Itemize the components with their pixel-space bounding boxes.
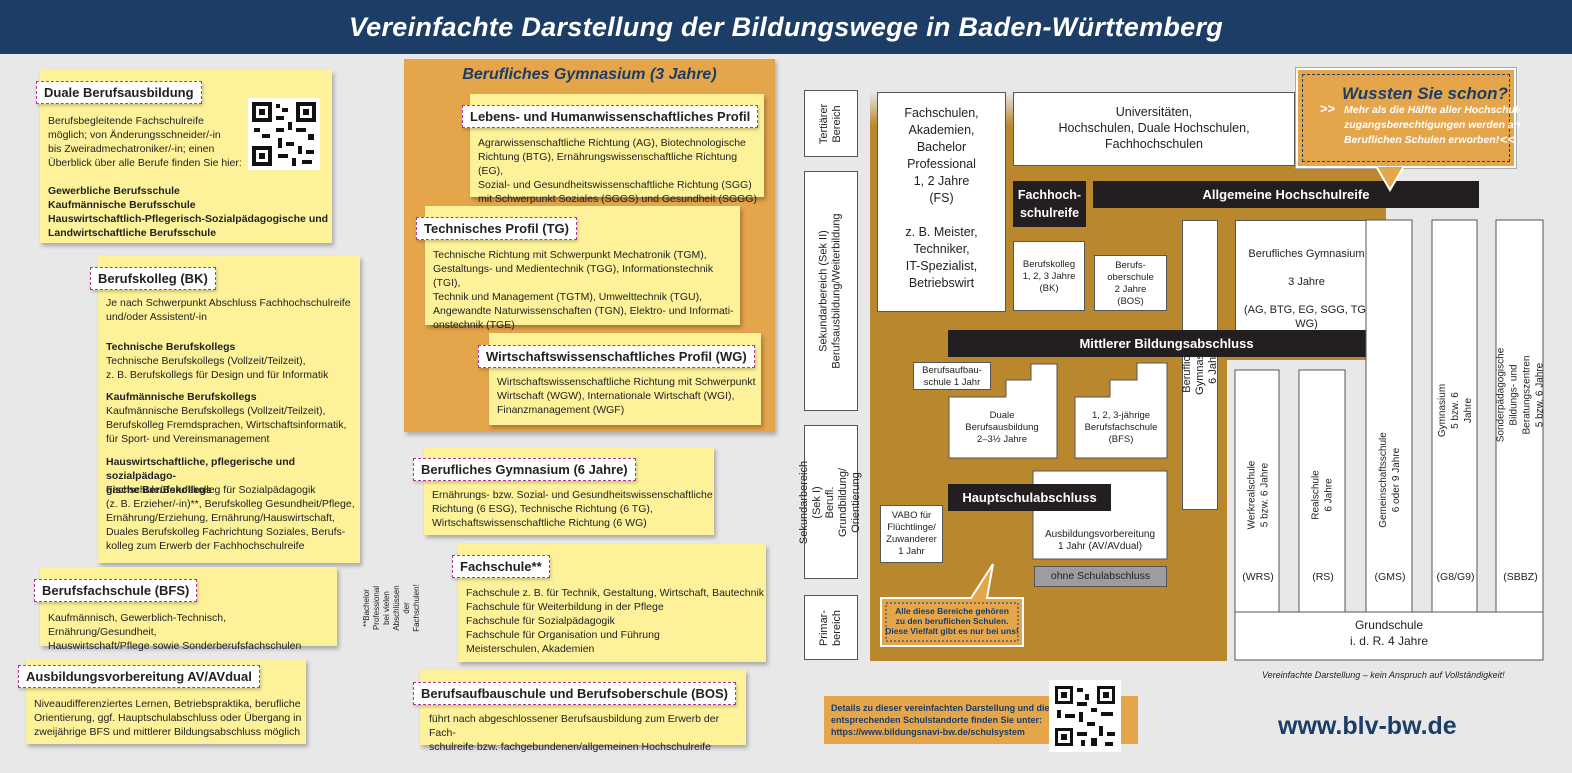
box-mba: Mittlerer Bildungsabschluss — [948, 330, 1385, 357]
wussten-text: Mehr als die Hälfte aller Hochschul- zug… — [1344, 104, 1522, 146]
col-gms: Gemeinschaftsschule 6 oder 9 Jahre — [1378, 432, 1403, 528]
label-fs: Fachschule** — [452, 555, 550, 578]
box-fhr: Fachhoch- schulreife — [1013, 181, 1086, 227]
label-av: Ausbildungsvorbereitung AV/AVdual — [18, 665, 260, 688]
box-ohne: ohne Schulabschluss — [1034, 566, 1167, 587]
av-text: Niveaudifferenziertes Lernen, Betriebspr… — [34, 698, 302, 738]
av-text-diagram: Ausbildungsvorbereitung 1 Jahr (AV/AVdua… — [1044, 529, 1156, 552]
col-wrs: Werkrealschule 5 bzw. 6 Jahre — [1246, 460, 1271, 530]
note-bk: Je nach Schwerpunkt Abschluss Fachhochsc… — [98, 256, 360, 563]
label-lh: Lebens- und Humanwissenschaftliches Prof… — [462, 105, 759, 128]
label-bk: Berufskolleg (BK) — [90, 267, 216, 290]
duale-bold: Gewerbliche Berufsschule Kaufmännische B… — [48, 185, 329, 239]
bfs-text-diagram: 1, 2, 3-jährige Berufsfachschule (BFS) — [1084, 410, 1158, 445]
area-sek2: Sekundarbereich (Sek II) Berufsausbildun… — [804, 171, 858, 411]
box-bas: Berufsaufbau- schule 1 Jahr — [913, 362, 991, 390]
box-ahr: Allgemeine Hochschulreife — [1093, 181, 1479, 208]
wg-text: Wirtschaftswissenschaftliche Richtung mi… — [497, 376, 756, 416]
label-tg: Technisches Profil (TG) — [416, 217, 577, 240]
bg6-text: Ernährungs- bzw. Sozial- und Gesundheits… — [432, 489, 713, 529]
col-wrs-abbr: (WRS) — [1242, 571, 1274, 583]
dual-text: Duale Berufsausbildung 2–3½ Jahre — [965, 410, 1039, 445]
label-bg6: Berufliches Gymnasium (6 Jahre) — [413, 458, 636, 481]
bas-text: führt nach abgeschlossener Berufsausbild… — [429, 713, 720, 753]
col-sbbz: Sonderpädagogische Bildungs- und Beratun… — [1495, 347, 1546, 443]
label-duale: Duale Berufsausbildung — [36, 81, 202, 104]
header-bar — [0, 0, 1572, 54]
box-grund: Grundschule i. d. R. 4 Jahre — [1349, 618, 1429, 648]
page-title: Vereinfachte Darstellung der Bildungsweg… — [348, 12, 1224, 42]
lh-text: Agrarwissenschaftliche Richtung (AG), Bi… — [478, 137, 757, 205]
box-dual — [948, 363, 1058, 459]
bk-h3: Hauswirtschaftliche, pflegerische und so… — [106, 456, 296, 496]
bk-t3: Fachschule/Berufskolleg für Sozialpädago… — [106, 484, 355, 552]
box-bfs — [1074, 362, 1168, 459]
col-gms-abbr: (GMS) — [1374, 571, 1406, 583]
box-bg6: Berufliches Gymnasium 6 Jahre — [1181, 220, 1219, 510]
box-bk: Berufskolleg 1, 2, 3 Jahre (BK) — [1013, 241, 1085, 311]
speech-text: Alle diese Bereiche gehören zu den beruf… — [885, 606, 1019, 636]
tg-text: Technische Richtung mit Schwerpunkt Mech… — [433, 249, 734, 331]
fs-text: Fachschule z. B. für Technik, Gestaltung… — [466, 587, 765, 655]
bk-t2: Kaufmännische Berufskollegs (Vollzeit/Te… — [106, 405, 347, 445]
wussten-title: Wussten Sie schon? — [1342, 84, 1508, 103]
details-text[interactable]: Details zu dieser vereinfachten Darstell… — [831, 703, 1050, 737]
col-rs: Realschule 6 Jahre — [1311, 470, 1336, 520]
area-sek1: Sekundarbereich (Sek I) Berufl. Grundbil… — [799, 425, 863, 579]
col-rs-abbr: (RS) — [1312, 571, 1334, 583]
bg3-title: Berufliches Gymnasium (3 Jahre) — [462, 66, 717, 83]
qr-code-icon-2[interactable] — [1049, 680, 1121, 752]
wussten-inner — [1302, 74, 1510, 162]
speech-bubble — [880, 563, 1024, 647]
col-gym-abbr: (G8/G9) — [1436, 571, 1475, 583]
box-fachschulen: Fachschulen, Akademien, Bachelor Profess… — [877, 92, 1006, 312]
area-tertiaer: Tertiärer Bereich — [804, 90, 858, 157]
website-link[interactable]: www.blv-bw.de — [1278, 712, 1457, 740]
box-bg3: Berufliches Gymnasium 3 Jahre (AG, BTG, … — [1235, 220, 1378, 344]
note-tg: Technische Richtung mit Schwerpunkt Mech… — [425, 206, 740, 331]
bk-intro: Je nach Schwerpunkt Abschluss Fachhochsc… — [106, 297, 351, 323]
label-bfs: Berufsfachschule (BFS) — [34, 579, 198, 602]
box-uni: Universitäten, Hochschulen, Duale Hochsc… — [1013, 92, 1295, 166]
footnote-bachelor: **Bachelor Professional bei vielen Absch… — [362, 583, 422, 632]
bfs-text: Kaufmännisch, Gewerblich-Technisch, Ernä… — [48, 612, 302, 652]
bk-h2: Kaufmännische Berufskollegs — [106, 391, 257, 403]
label-bas: Berufsaufbauschule und Berufsoberschule … — [413, 682, 736, 705]
bk-t1: Technische Berufskollegs (Vollzeit/Teilz… — [106, 355, 329, 381]
box-bos: Berufs- oberschule 2 Jahre (BOS) — [1094, 255, 1167, 311]
bk-h1: Technische Berufskollegs — [106, 341, 236, 353]
area-primar: Primar- bereich — [804, 595, 858, 660]
box-vabo: VABO für Flüchtlinge/ Zuwanderer 1 Jahr — [880, 505, 943, 563]
col-sbbz-abbr: (SBBZ) — [1503, 571, 1538, 583]
wussten-tail — [1376, 166, 1406, 192]
duale-text: Berufsbegleitende Fachschulreife möglich… — [48, 115, 242, 169]
box-hsa: Hauptschulabschluss — [948, 484, 1111, 511]
disclaimer: Vereinfachte Darstellung – kein Anspruch… — [1262, 670, 1505, 680]
wussten-pre: >> — [1320, 101, 1336, 116]
col-gym: Gymnasium 5 bzw. 6 Jahre — [1437, 383, 1475, 437]
qr-code-icon[interactable] — [248, 98, 320, 170]
wussten-box — [1296, 68, 1516, 168]
label-wg: Wirtschaftswissenschaftliches Profil (WG… — [478, 345, 755, 368]
school-frame — [1234, 219, 1544, 661]
wussten-post: << — [1500, 132, 1516, 147]
